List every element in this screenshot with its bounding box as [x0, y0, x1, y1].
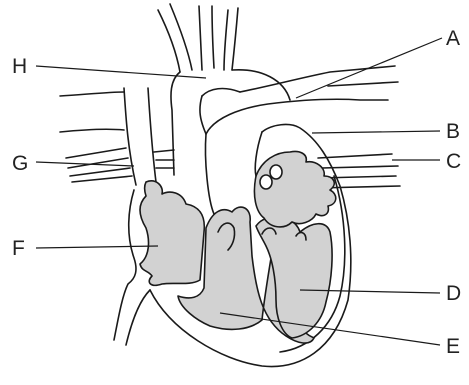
- label-g: G: [12, 152, 28, 175]
- leader-f: [36, 246, 158, 248]
- label-e: E: [446, 335, 460, 358]
- label-a: A: [446, 27, 460, 50]
- label-c: C: [446, 150, 461, 173]
- leader-b: [312, 131, 440, 133]
- label-d: D: [446, 282, 461, 305]
- aortic-branches: [158, 4, 238, 72]
- pulmonary-artery: [206, 66, 398, 134]
- label-f: F: [12, 237, 25, 260]
- chamber-f: [140, 181, 204, 285]
- vena-cava: [60, 88, 174, 185]
- label-b: B: [446, 120, 460, 143]
- label-h: H: [12, 55, 27, 78]
- leader-a: [296, 38, 442, 98]
- leader-e: [220, 313, 440, 345]
